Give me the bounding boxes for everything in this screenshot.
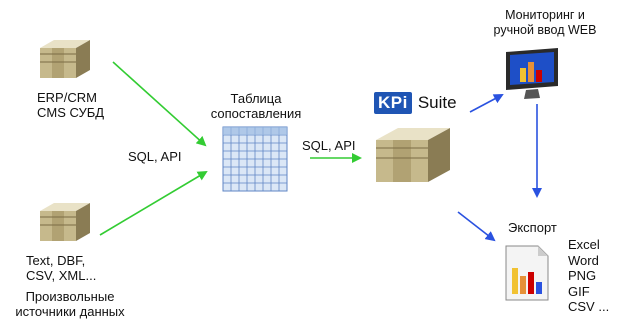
- arrow-kpi-to-export: [457, 211, 496, 242]
- files-label-line2: CSV, XML...: [26, 268, 97, 283]
- files-caption-line2: источники данных: [15, 304, 125, 319]
- files-label: Text, DBF, CSV, XML...: [26, 253, 96, 283]
- kpi-suite-text: Suite: [417, 93, 457, 112]
- erp-label-line1: ERP/CRM: [37, 90, 97, 105]
- files-caption: Произвольные источники данных: [8, 289, 132, 319]
- mapping-table-title-line1: Таблица: [230, 91, 282, 106]
- monitoring-label-line2: ручной ввод WEB: [493, 23, 597, 37]
- arrow-erp-to-table: [112, 61, 207, 147]
- export-format-item: PNG: [568, 268, 597, 283]
- export-format-item: Excel: [568, 237, 600, 252]
- files-caption-line1: Произвольные: [25, 289, 115, 304]
- mapping-table-title-line2: сопоставления: [210, 106, 302, 121]
- monitoring-label-line1: Мониторинг и: [505, 8, 585, 22]
- export-title: Экспорт: [508, 220, 557, 235]
- sql-api-left-label: SQL, API: [128, 149, 182, 164]
- kpi-suite-logo: KPi Suite: [374, 92, 457, 114]
- mapping-table-title: Таблица сопоставления: [196, 91, 316, 121]
- arrow-files-to-table: [99, 170, 208, 236]
- export-format-item: CSV ...: [568, 299, 610, 314]
- kpi-brand: KPi: [374, 92, 412, 114]
- arrow-kpi-to-monitoring: [469, 94, 504, 113]
- erp-crm-label: ERP/CRM CMS СУБД: [37, 90, 104, 120]
- monitoring-label: Мониторинг и ручной ввод WEB: [470, 8, 620, 38]
- files-label-line1: Text, DBF,: [26, 253, 86, 268]
- export-format-item: Word: [568, 252, 599, 268]
- erp-label-line2: CMS СУБД: [37, 105, 105, 120]
- export-format-item: GIF: [568, 283, 590, 299]
- export-formats-list: Excel Word PNG GIF CSV ...: [568, 237, 609, 315]
- sql-api-right-label: SQL, API: [302, 138, 356, 153]
